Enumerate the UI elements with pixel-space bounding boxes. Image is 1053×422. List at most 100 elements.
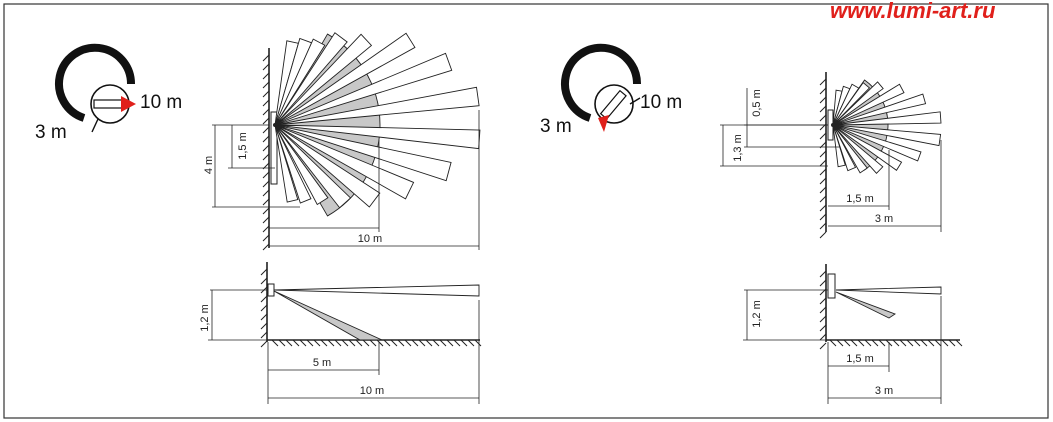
hatch-stroke bbox=[948, 339, 956, 347]
hatch-stroke bbox=[927, 339, 935, 347]
wall-hatching bbox=[819, 78, 827, 239]
knob-max-label: 10 m bbox=[140, 92, 182, 113]
sensor-body bbox=[827, 273, 836, 299]
hatch-stroke bbox=[819, 279, 827, 287]
hatch-stroke bbox=[836, 339, 844, 347]
detection-beam bbox=[832, 124, 922, 162]
hatch-stroke bbox=[262, 54, 270, 62]
floor-hatching bbox=[829, 339, 963, 347]
hatch-stroke bbox=[819, 342, 827, 350]
right-side-view: 1,2 m 1,5 m 3 m bbox=[743, 264, 963, 404]
hatch-stroke bbox=[278, 339, 286, 347]
dim-3m-label: 3 m bbox=[875, 213, 893, 225]
detection-beam bbox=[832, 124, 942, 147]
wall-hatching bbox=[262, 54, 270, 251]
hatch-stroke bbox=[262, 90, 270, 98]
dim-0-5m-label: 0,5 m bbox=[751, 89, 763, 117]
detection-beam bbox=[274, 32, 348, 126]
hatch-stroke bbox=[819, 333, 827, 341]
knob-slot bbox=[599, 89, 627, 120]
hatch-stroke bbox=[425, 339, 433, 347]
dim-3m-label: 3 m bbox=[875, 385, 893, 397]
hatch-stroke bbox=[892, 339, 900, 347]
hatch-stroke bbox=[262, 144, 270, 152]
detection-beam bbox=[274, 33, 373, 126]
hatch-stroke bbox=[418, 339, 426, 347]
hatch-stroke bbox=[271, 339, 279, 347]
near-beam bbox=[835, 291, 896, 319]
left-side-view: 1,2 m 5 m 10 m bbox=[199, 262, 482, 404]
dim-1-2m-label: 1,2 m bbox=[751, 300, 763, 328]
hatch-stroke bbox=[819, 324, 827, 332]
hatch-stroke bbox=[453, 339, 461, 347]
hatch-stroke bbox=[432, 339, 440, 347]
knob-pointer-icon bbox=[121, 96, 136, 112]
hatch-stroke bbox=[262, 216, 270, 224]
wall-hatching bbox=[819, 270, 827, 350]
hatch-stroke bbox=[819, 204, 827, 212]
dim-1-5m-label: 1,5 m bbox=[237, 132, 249, 160]
hatch-stroke bbox=[260, 268, 268, 276]
hatch-stroke bbox=[850, 339, 858, 347]
hatch-stroke bbox=[404, 339, 412, 347]
detection-beam bbox=[274, 124, 329, 206]
hatch-stroke bbox=[369, 339, 377, 347]
hatch-stroke bbox=[262, 72, 270, 80]
hatch-stroke bbox=[320, 339, 328, 347]
detection-beam bbox=[274, 38, 326, 126]
detection-beam bbox=[832, 124, 868, 174]
detection-beam bbox=[832, 124, 884, 174]
fan-origin bbox=[273, 123, 277, 127]
left-top-view: 4 m 1,5 m 10 m bbox=[203, 32, 481, 251]
floor-hatching bbox=[271, 339, 482, 347]
hatch-stroke bbox=[348, 339, 356, 347]
detection-beam bbox=[832, 111, 942, 126]
detection-fan bbox=[831, 79, 942, 174]
knob-min-label: 3 m bbox=[540, 116, 572, 137]
hatch-stroke bbox=[819, 306, 827, 314]
hatch-stroke bbox=[871, 339, 879, 347]
near-beam bbox=[273, 290, 383, 341]
hatch-stroke bbox=[819, 114, 827, 122]
detection-beam bbox=[832, 93, 927, 126]
hatch-stroke bbox=[376, 339, 384, 347]
hatch-stroke bbox=[819, 168, 827, 176]
hatch-stroke bbox=[934, 339, 942, 347]
hatch-stroke bbox=[260, 313, 268, 321]
hatch-stroke bbox=[341, 339, 349, 347]
far-beam bbox=[835, 286, 942, 295]
dim-4m-label: 4 m bbox=[203, 156, 215, 174]
hatch-stroke bbox=[819, 96, 827, 104]
hatch-stroke bbox=[906, 339, 914, 347]
detection-beam bbox=[832, 124, 846, 168]
hatch-stroke bbox=[285, 339, 293, 347]
hatch-stroke bbox=[857, 339, 865, 347]
knob-pointer-icon bbox=[598, 115, 609, 132]
hatch-stroke bbox=[262, 180, 270, 188]
hatch-stroke bbox=[262, 225, 270, 233]
detection-beam bbox=[274, 124, 352, 209]
hatch-stroke bbox=[262, 117, 270, 125]
detection-beam bbox=[274, 52, 453, 126]
hatch-stroke bbox=[439, 339, 447, 347]
hatch-stroke bbox=[262, 99, 270, 107]
hatch-stroke bbox=[262, 234, 270, 242]
right-range-knob: 3 m 10 m bbox=[540, 43, 682, 137]
sensor-body bbox=[267, 283, 275, 297]
hatch-stroke bbox=[913, 339, 921, 347]
hatch-stroke bbox=[819, 222, 827, 230]
hatch-stroke bbox=[467, 339, 475, 347]
detection-beam bbox=[832, 82, 871, 126]
hatch-stroke bbox=[262, 108, 270, 116]
hatch-stroke bbox=[819, 186, 827, 194]
knob-min-tick bbox=[91, 118, 99, 133]
dim-10m-label: 10 m bbox=[360, 385, 384, 397]
hatch-stroke bbox=[355, 339, 363, 347]
detection-beam bbox=[832, 81, 884, 126]
dim-10m-label: 10 m bbox=[358, 233, 382, 245]
hatch-stroke bbox=[819, 78, 827, 86]
hatch-stroke bbox=[819, 270, 827, 278]
hatch-stroke bbox=[819, 87, 827, 95]
watermark-text: www.lumi-art.ru bbox=[830, 0, 996, 23]
